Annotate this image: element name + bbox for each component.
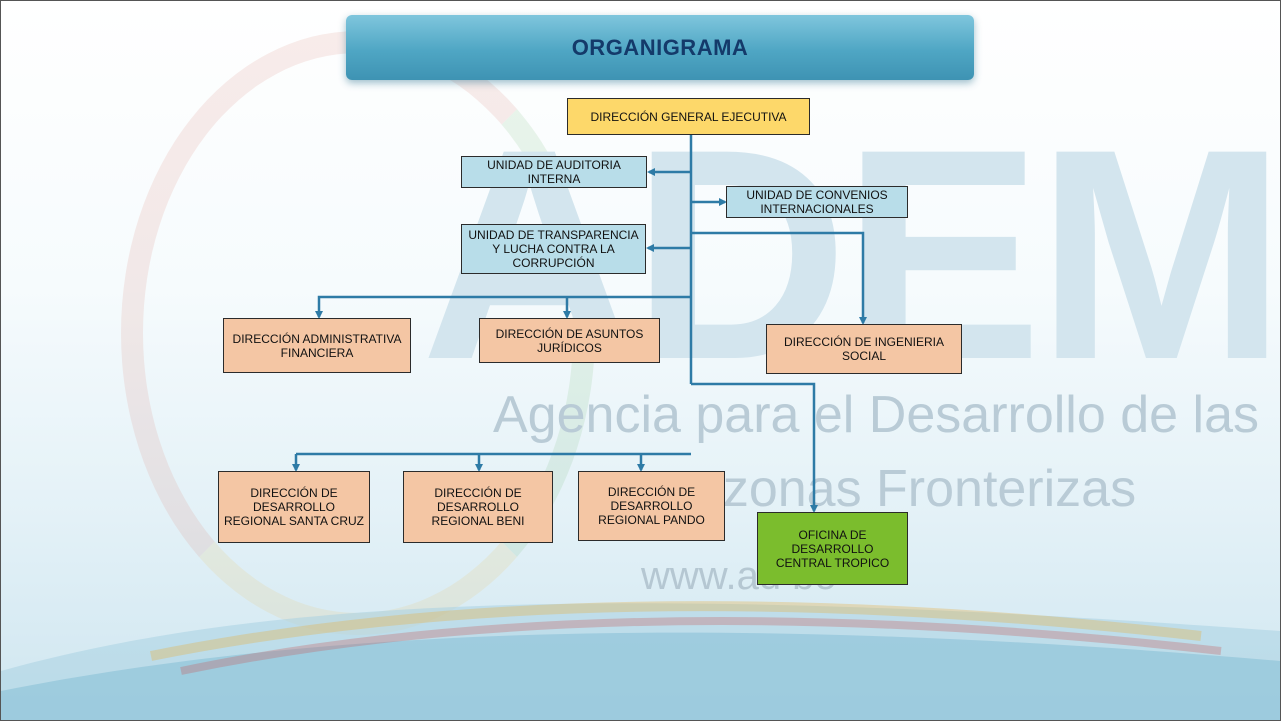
node-transparencia: UNIDAD DE TRANSPARENCIA Y LUCHA CONTRA L…	[461, 224, 646, 274]
node-santa-cruz: DIRECCIÓN DE DESARROLLO REGIONAL SANTA C…	[218, 471, 370, 543]
node-direccion-general: DIRECCIÓN GENERAL EJECUTIVA	[567, 98, 810, 135]
page-title: ORGANIGRAMA	[571, 34, 749, 60]
title-banner: ORGANIGRAMA	[346, 15, 974, 80]
connector-tropico	[691, 382, 818, 513]
node-auditoria: UNIDAD DE AUDITORIA INTERNA	[461, 156, 647, 188]
connector-direcciones	[315, 295, 691, 319]
node-beni: DIRECCIÓN DE DESARROLLO REGIONAL BENI	[403, 471, 553, 543]
node-administrativa: DIRECCIÓN ADMINISTRATIVA FINANCIERA	[223, 318, 411, 373]
node-juridicos: DIRECCIÓN DE ASUNTOS JURÍDICOS	[479, 318, 660, 363]
decorative-waves	[1, 601, 1280, 720]
connector-ingenieria	[691, 231, 867, 325]
node-ingenieria: DIRECCIÓN DE INGENIERIA SOCIAL	[766, 324, 962, 374]
node-pando: DIRECCIÓN DE DESARROLLO REGIONAL PANDO	[578, 471, 725, 541]
node-convenios: UNIDAD DE CONVENIOS INTERNACIONALES	[726, 186, 908, 218]
node-tropico: OFICINA DE DESARROLLO CENTRAL TROPICO	[757, 512, 908, 585]
